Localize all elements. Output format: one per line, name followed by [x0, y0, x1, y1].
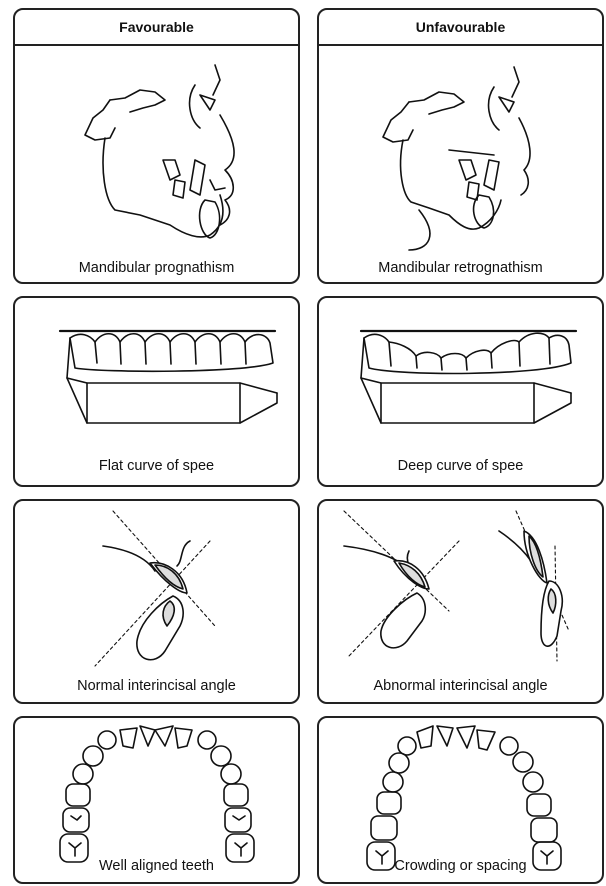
- skull-profile-prognathic-illustration: [15, 10, 302, 286]
- panel-mandibular-retrognathism: Unfavourable Mandibular retrognathism: [317, 8, 604, 284]
- panel-abnormal-interincisal-angle: Abnormal interincisal angle: [317, 499, 604, 704]
- caption-well-aligned-teeth: Well aligned teeth: [15, 858, 298, 874]
- caption-crowding-or-spacing: Crowding or spacing: [319, 858, 602, 874]
- caption-abnormal-interincisal-angle: Abnormal interincisal angle: [319, 678, 602, 694]
- skull-profile-retrognathic-illustration: [319, 10, 606, 286]
- panel-flat-curve-of-spee: Flat curve of spee: [13, 296, 300, 487]
- caption-mandibular-prognathism: Mandibular prognathism: [15, 260, 298, 276]
- panel-mandibular-prognathism: Favourable Mandibular prognathism: [13, 8, 300, 284]
- panel-crowding-or-spacing: Crowding or spacing: [317, 716, 604, 884]
- caption-mandibular-retrognathism: Mandibular retrognathism: [319, 260, 602, 276]
- caption-flat-curve-of-spee: Flat curve of spee: [15, 458, 298, 474]
- panel-normal-interincisal-angle: Normal interincisal angle: [13, 499, 300, 704]
- caption-deep-curve-of-spee: Deep curve of spee: [319, 458, 602, 474]
- panel-deep-curve-of-spee: Deep curve of spee: [317, 296, 604, 487]
- panel-well-aligned-teeth: Well aligned teeth: [13, 716, 300, 884]
- caption-normal-interincisal-angle: Normal interincisal angle: [15, 678, 298, 694]
- normal-incisors-illustration: [15, 501, 302, 706]
- abnormal-incisors-illustration: [319, 501, 606, 706]
